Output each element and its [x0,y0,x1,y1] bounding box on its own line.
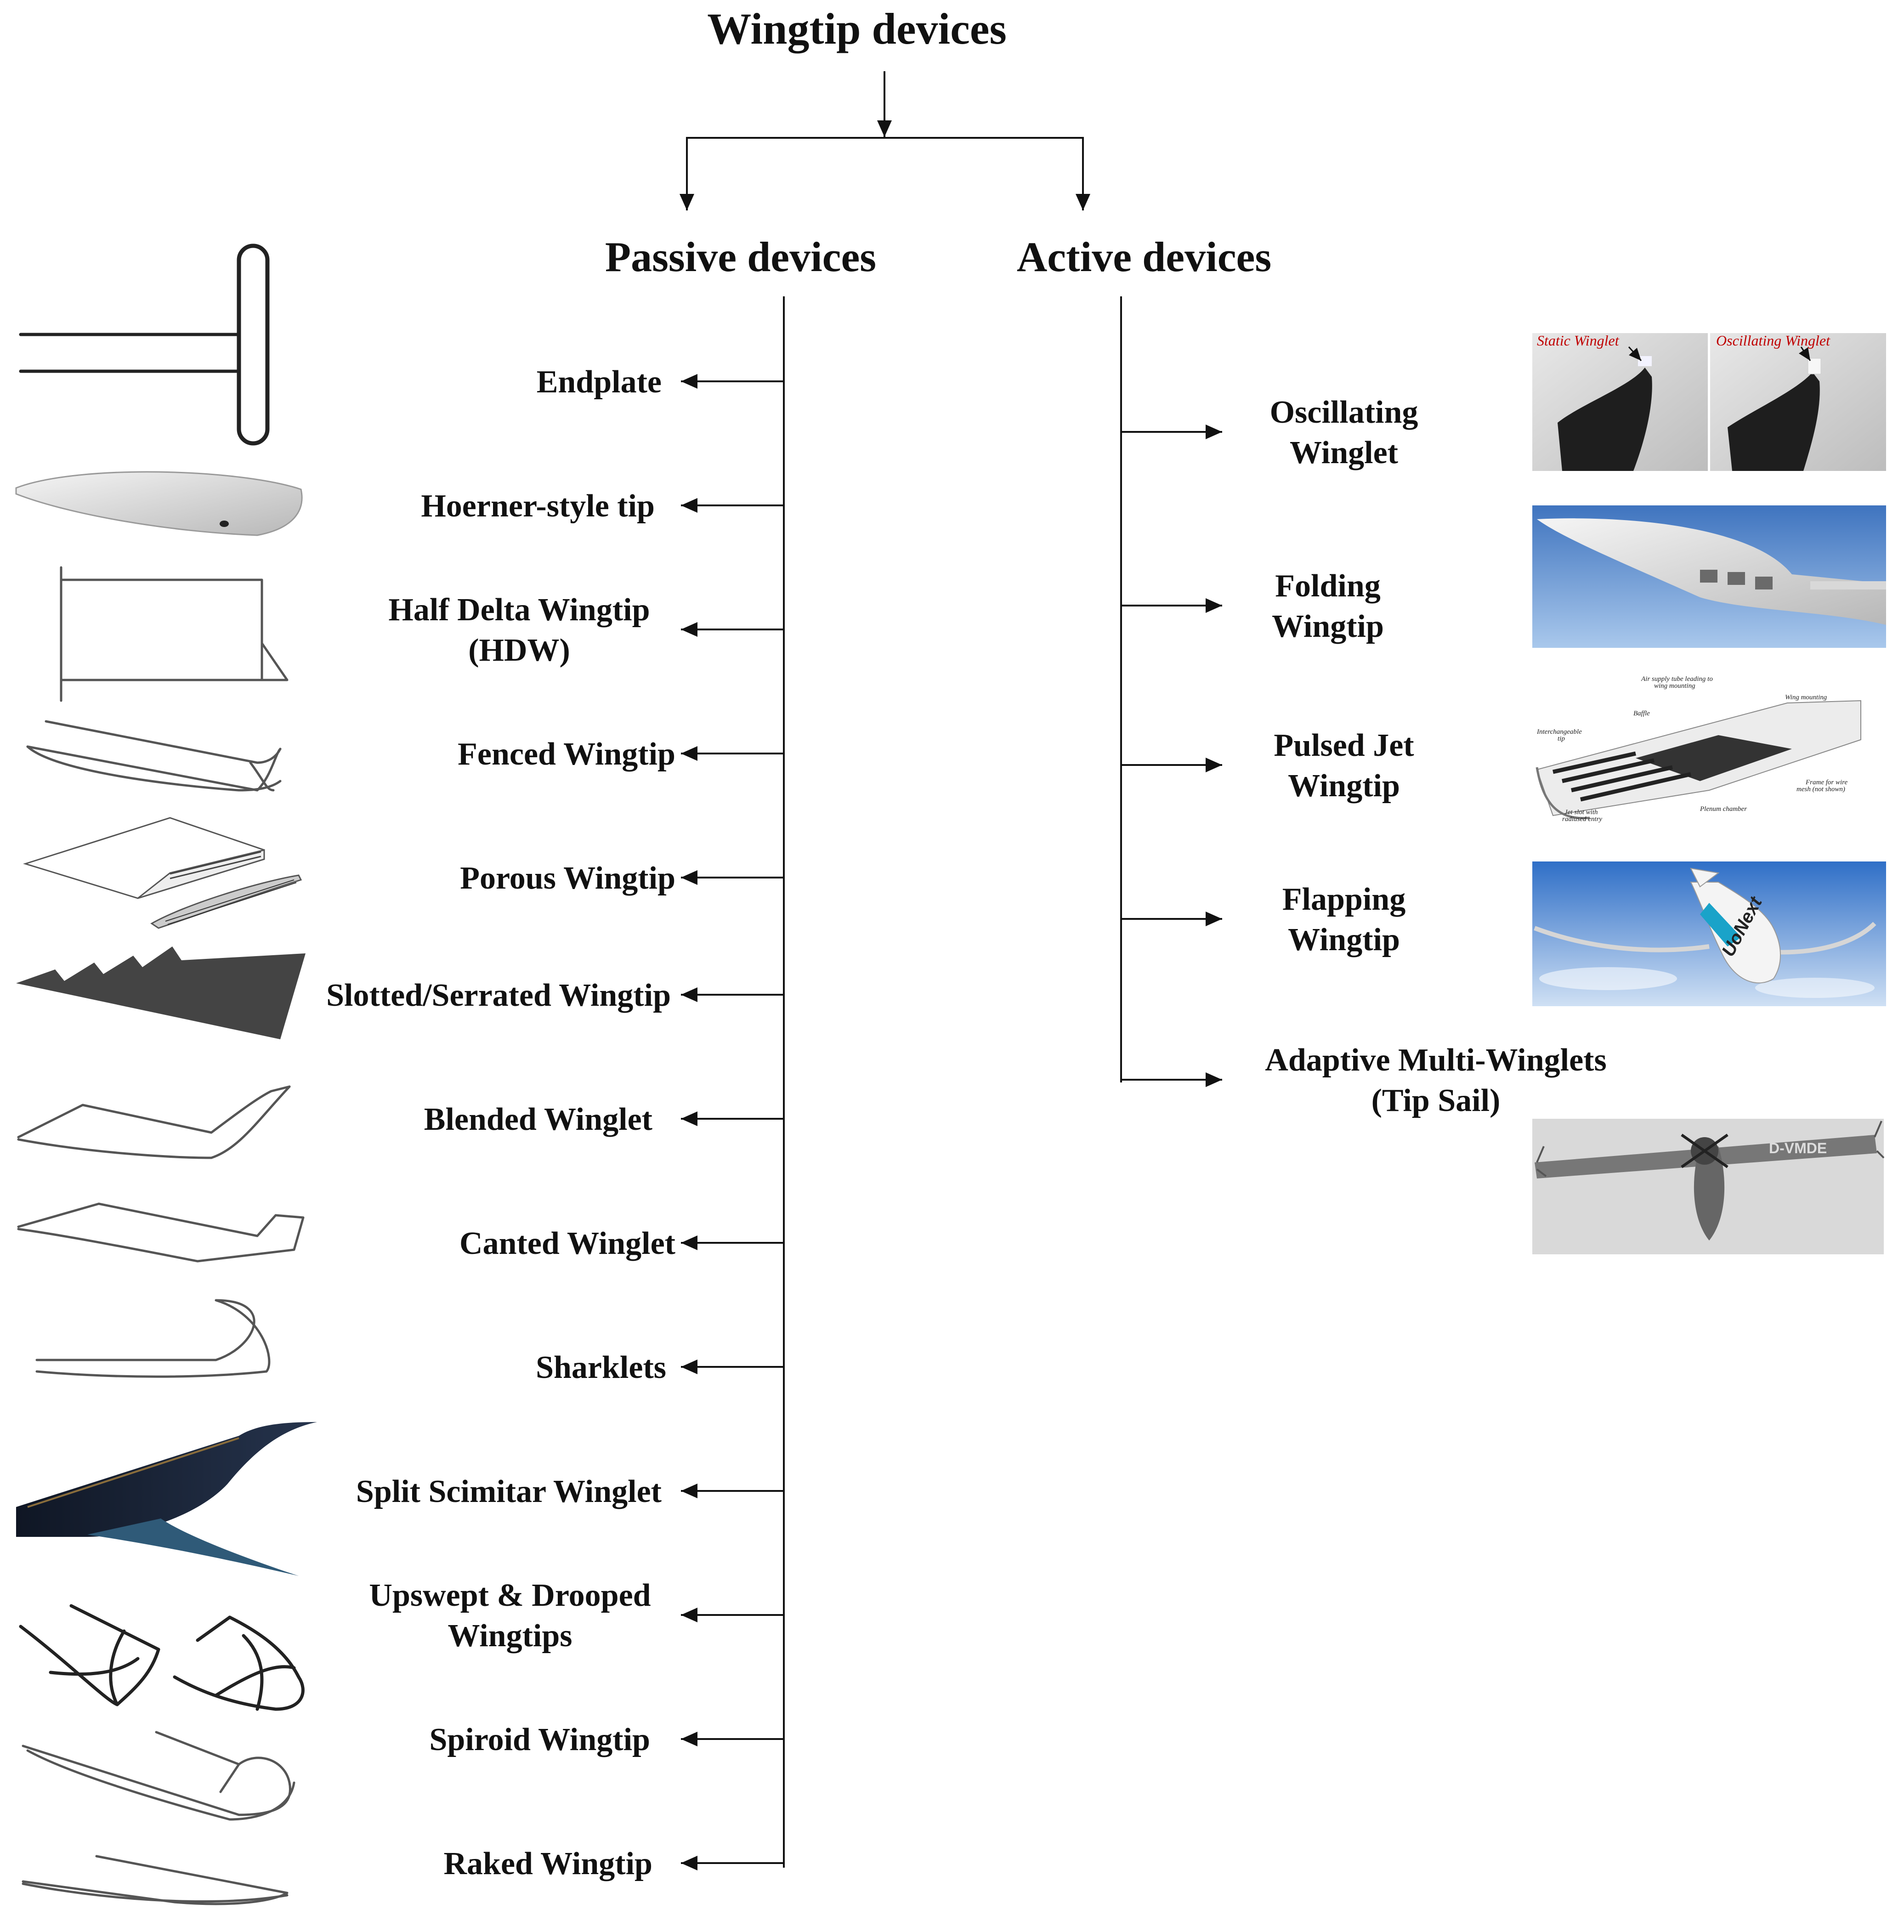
spiroid-sketch [22,1731,295,1821]
raked-sketch [22,1855,289,1905]
air-supply-label: Air supply tube leading to [1641,675,1713,683]
jet-slot-label: Jet slot with [1564,809,1598,816]
plenum-label: Plenum chamber [1700,805,1747,813]
passive-item-label-3-0: Fenced Wingtip [458,737,675,772]
tip-label: tip [1558,735,1565,742]
flapping-wingtip-photo: UoNext [1532,861,1886,1006]
active-item-label-4-0: Adaptive Multi-Winglets [1265,1042,1606,1078]
fenced-wingtip-sketch [26,720,282,792]
diagram-title: Wingtip devices [707,4,1007,53]
tip-sail-photo: D-VMDE [1532,1119,1885,1254]
blended-winglet-sketch [17,1085,291,1159]
active-item-label-3-1: Wingtip [1288,922,1400,958]
active-item-label-1-1: Wingtip [1272,609,1384,644]
passive-item-label-0-0: Endplate [537,364,662,400]
registration-text: D-VMDE [1769,1140,1827,1156]
air-supply-label-2: wing mounting [1654,682,1695,690]
passive-item-label-5-0: Slotted/Serrated Wingtip [326,978,671,1013]
active-item-label-1-0: Folding [1275,568,1381,604]
passive-item-label-10-1: Wingtips [448,1618,572,1654]
canted-winglet-sketch [17,1202,305,1263]
passive-item-label-6-0: Blended Winglet [424,1102,652,1137]
title-connector [680,71,1090,210]
folding-wingtip-photo [1532,505,1886,648]
frame-label: Frame for wire [1805,779,1847,786]
passive-item-label-2-0: Half Delta Wingtip [388,592,650,628]
wing-mounting-label: Wing mounting [1785,694,1827,701]
static-winglet-label: Static Winglet [1537,332,1620,349]
passive-heading: Passive devices [605,233,876,280]
passive-item-label-2-1: (HDW) [468,633,570,668]
jet-slot-label-2: radiused entry [1562,816,1602,823]
pulsed-jet-wingtip-drawing: Air supply tube leading to wing mounting… [1536,675,1861,823]
interchangeable-label: Interchangeable [1536,728,1582,736]
oscillating-winglet-label: Oscillating Winglet [1716,332,1830,349]
split-scimitar-sketch [16,1422,317,1576]
passive-item-label-4-0: Porous Wingtip [460,861,675,896]
passive-item-label-1-0: Hoerner-style tip [421,488,655,524]
active-heading: Active devices [1017,233,1271,280]
passive-item-label-11-0: Spiroid Wingtip [429,1722,650,1757]
passive-item-label-12-0: Raked Wingtip [443,1846,652,1881]
sharklet-sketch [35,1299,271,1378]
half-delta-sketch [60,566,289,702]
active-item-label-3-0: Flapping [1282,882,1405,917]
upswept-drooped-sketch [19,1604,305,1711]
endplate-sketch [19,244,270,446]
oscillating-winglet-photo: Static Winglet Oscillating Winglet [1532,332,1886,471]
hoerner-tip-sketch [15,471,303,536]
frame-label-2: mesh (not shown) [1796,786,1845,793]
passive-item-label-9-0: Split Scimitar Winglet [356,1474,662,1509]
passive-item-label-7-0: Canted Winglet [459,1226,675,1261]
active-item-label-0-0: Oscillating [1270,395,1418,430]
active-item-label-2-0: Pulsed Jet [1274,728,1414,763]
active-item-label-0-1: Winglet [1290,435,1398,470]
baffle-label: Baffle [1633,710,1650,717]
active-item-label-2-1: Wingtip [1288,768,1400,804]
slotted-serrated-sketch [16,946,306,1039]
passive-item-label-10-0: Upswept & Drooped [369,1578,651,1613]
passive-item-label-8-0: Sharklets [536,1350,666,1385]
porous-wingtip-sketch [23,817,302,929]
active-item-label-4-1: (Tip Sail) [1371,1083,1501,1118]
